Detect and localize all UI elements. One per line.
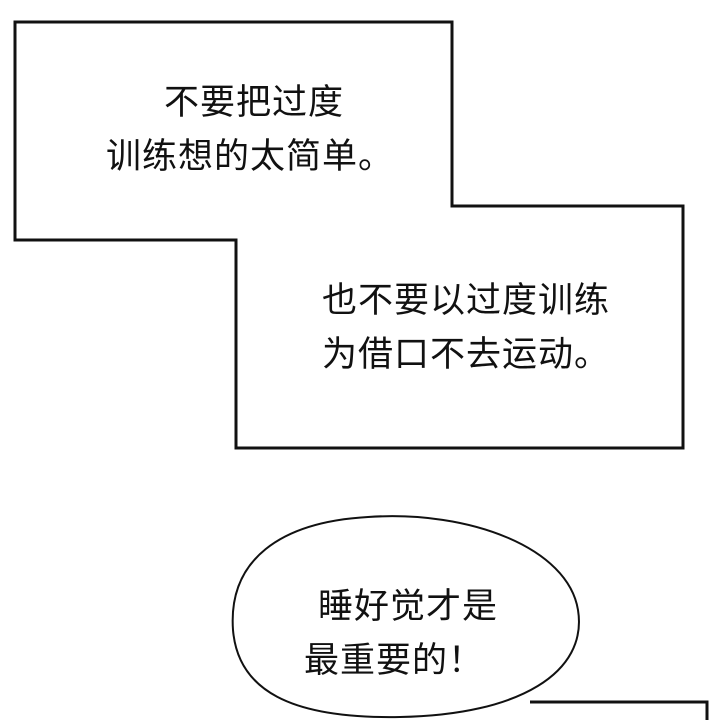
bubble-line-1: 睡好觉才是 (317, 587, 498, 627)
bubble-line-2: 最重要的！ (303, 641, 484, 681)
caption-top-line-2: 训练想的太简单。 (105, 137, 394, 177)
caption-text-middle: 也不要以过度训练 为借口不去运动。 (322, 274, 610, 382)
caption-middle-line-2: 为借口不去运动。 (322, 335, 611, 375)
speech-bubble-text: 睡好觉才是 最重要的！ (0, 580, 720, 688)
caption-box-outline (13, 20, 685, 450)
caption-middle-line-1: 也不要以过度训练 (322, 281, 611, 321)
caption-text-top: 不要把过度 训练想的太简单。 (0, 76, 500, 184)
caption-top-line-1: 不要把过度 (163, 83, 344, 123)
lower-panel-border (530, 700, 709, 720)
speech-bubble-outline (231, 515, 580, 719)
